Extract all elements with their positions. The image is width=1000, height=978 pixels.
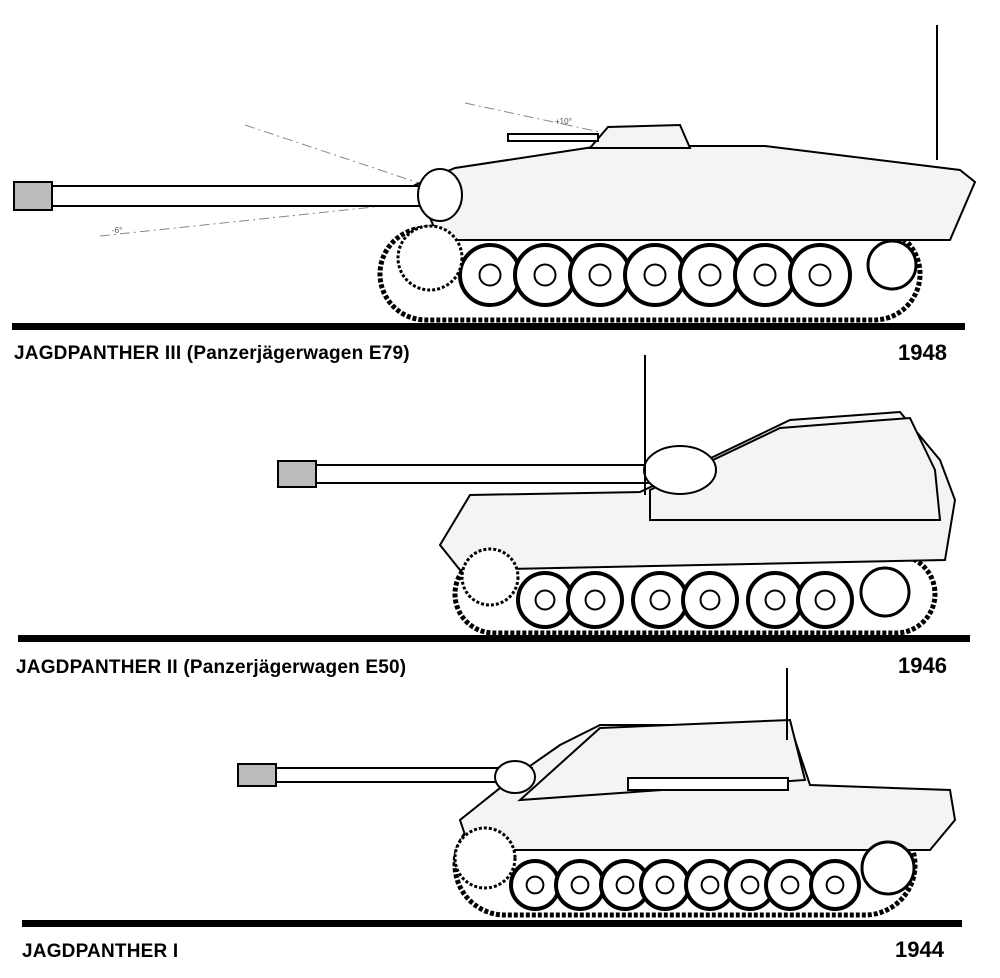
- wheel-hub: [584, 589, 606, 611]
- muzzle-brake: [277, 460, 317, 488]
- wheel-hub: [700, 875, 720, 895]
- muzzle-brake: [13, 181, 53, 211]
- wheel-hub: [615, 875, 635, 895]
- wheel-hub: [534, 589, 556, 611]
- mg-elevation-line: [464, 102, 601, 133]
- idler-wheel: [859, 566, 911, 618]
- superstructure: [649, 416, 942, 521]
- wheel-hub: [525, 875, 545, 895]
- gun-barrel: [281, 464, 653, 484]
- vehicle-year-e79: 1948: [898, 340, 947, 365]
- stowage-box: [627, 777, 789, 791]
- elevation-angle-label: +10°: [555, 117, 572, 126]
- wheel-hub: [699, 589, 721, 611]
- idler-wheel: [860, 840, 916, 896]
- muzzle-brake: [237, 763, 277, 787]
- hull: [413, 145, 977, 241]
- vehicle-name-e79: JAGDPANTHER III (Panzerjägerwagen E79): [14, 343, 410, 364]
- wheel-hub: [533, 263, 557, 287]
- wheel-hub: [588, 263, 612, 287]
- gun-mantlet: [494, 760, 536, 794]
- wheel-hub: [478, 263, 502, 287]
- drive-sprocket: [460, 547, 520, 607]
- ground-line-e79: [12, 323, 965, 330]
- drive-sprocket: [396, 224, 464, 292]
- depression-angle-label: -6°: [112, 226, 123, 235]
- wheel-hub: [780, 875, 800, 895]
- ground-line-e50: [18, 635, 970, 642]
- vehicle-year-e50: 1946: [898, 653, 947, 678]
- superstructure: [587, 123, 692, 149]
- drive-sprocket: [453, 826, 517, 890]
- vehicle-year-jagdpanther: 1944: [895, 937, 944, 962]
- machine-gun: [507, 133, 599, 142]
- wheel-hub: [698, 263, 722, 287]
- vehicle-name-jagdpanther: JAGDPANTHER I: [22, 941, 179, 962]
- gun-barrel: [241, 767, 533, 783]
- wheel-hub: [655, 875, 675, 895]
- wheel-hub: [764, 589, 786, 611]
- wheel-hub: [814, 589, 836, 611]
- gun-mantlet: [417, 168, 463, 222]
- wheel-hub: [570, 875, 590, 895]
- wheel-hub: [825, 875, 845, 895]
- vehicle-name-e50: JAGDPANTHER II (Panzerjägerwagen E50): [16, 657, 407, 678]
- wheel-hub: [643, 263, 667, 287]
- gun-mantlet: [643, 445, 717, 495]
- ground-line-jagdpanther: [22, 920, 962, 927]
- wheel-hub: [808, 263, 832, 287]
- wheel-hub: [649, 589, 671, 611]
- wheel-hub: [740, 875, 760, 895]
- wheel-hub: [753, 263, 777, 287]
- idler-wheel: [866, 239, 918, 291]
- gun-barrel: [17, 185, 429, 207]
